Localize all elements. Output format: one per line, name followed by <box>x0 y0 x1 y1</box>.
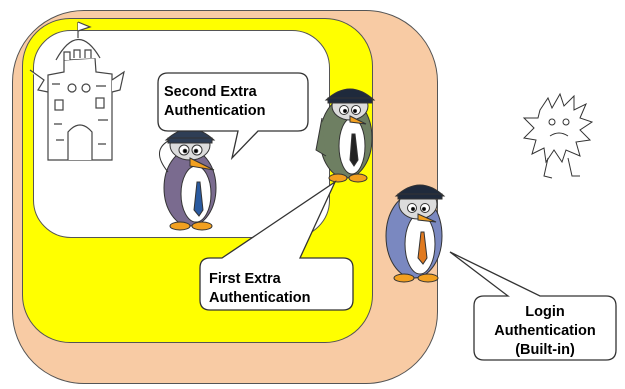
first-extra-line1: First Extra <box>209 271 281 287</box>
login-callout-bubble <box>449 251 617 361</box>
penguin-guard-outer-icon <box>385 184 446 283</box>
penguin-guard-inner-icon <box>159 128 217 231</box>
second-extra-line1: Second Extra <box>164 84 257 100</box>
first-extra-line2: Authentication <box>209 290 311 306</box>
second-extra-callout-bubble <box>157 72 309 161</box>
second-extra-line2: Authentication <box>164 103 266 119</box>
second-extra-callout-text: Second Extra Authentication <box>164 83 304 121</box>
login-line2: Authentication <box>494 323 596 339</box>
first-extra-callout-bubble <box>199 180 354 311</box>
login-line1: Login <box>525 304 565 320</box>
login-line3: (Built-in) <box>515 342 575 358</box>
first-extra-callout-text: First Extra Authentication <box>209 270 349 308</box>
castle-icon <box>29 21 125 161</box>
login-callout-text: Login Authentication (Built-in) <box>485 303 605 360</box>
penguin-guard-middle-icon <box>315 88 376 183</box>
intruder-monster-icon <box>522 92 594 179</box>
